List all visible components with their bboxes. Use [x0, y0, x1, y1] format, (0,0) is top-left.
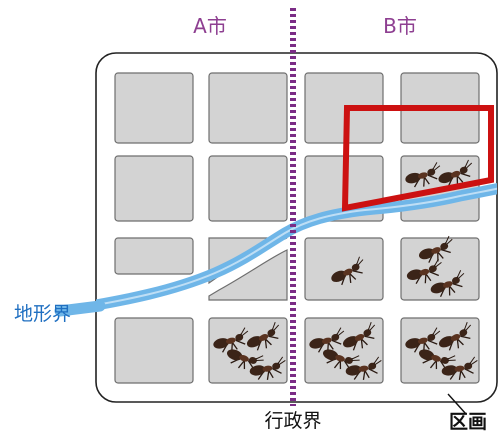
terrain-boundary-highlight — [96, 187, 497, 312]
block-r3-c2 — [304, 317, 384, 384]
block-r0-c0 — [114, 72, 194, 144]
admin-boundary-label: 行政界 — [264, 410, 321, 432]
block-r2-c2 — [304, 237, 384, 301]
block-label: 区画 — [449, 411, 487, 433]
city-b-label: B市 — [383, 14, 417, 38]
block-r0-c1 — [208, 72, 288, 144]
block-r3-c0 — [114, 317, 194, 384]
block-r3-c3 — [400, 317, 480, 384]
block-r1-c1 — [208, 155, 288, 222]
terrain-boundary-label: 地形界 — [14, 303, 71, 325]
highlight-outline — [341, 105, 494, 212]
block-r1-c0 — [114, 155, 194, 222]
terrain-boundary-line-left — [54, 300, 106, 317]
block-r2-c0 — [114, 237, 194, 275]
block-pointer-line — [447, 393, 467, 415]
block-grid — [114, 72, 480, 384]
block-r3-c1 — [208, 317, 288, 384]
terrain-line-group — [96, 182, 497, 317]
city-a-label: A市 — [193, 14, 227, 38]
